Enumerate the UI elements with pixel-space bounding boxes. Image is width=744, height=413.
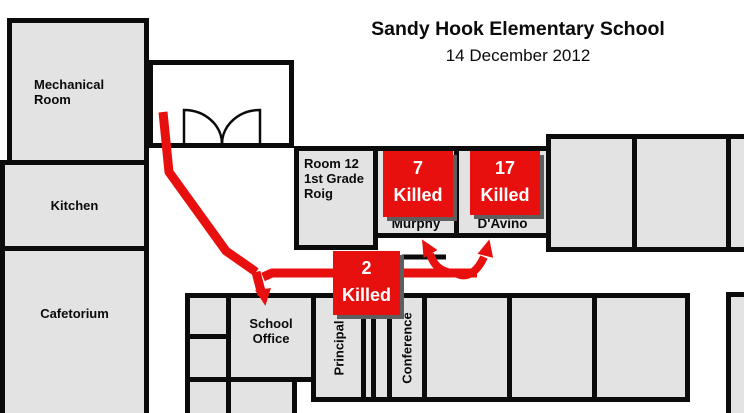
casualty-label: Killed (341, 285, 391, 305)
room-unlabeled-top-1 (546, 134, 637, 252)
casualty-marker-davino: 17 Killed (470, 151, 540, 215)
casualty-label: Killed (393, 185, 443, 205)
shooter-route-path (158, 111, 494, 306)
room-cafetorium: Cafetorium (0, 246, 149, 413)
door-swing-icon (182, 108, 262, 145)
arrow-davino (477, 239, 494, 258)
title-block: Sandy Hook Elementary School 14 December… (340, 16, 696, 68)
casualty-count: 2 (361, 258, 372, 278)
casualty-marker-hallway: 2 Killed (333, 251, 400, 315)
room-label: Mechanical Room (34, 76, 105, 107)
room-mechanical: Mechanical Room (7, 18, 149, 165)
map-date: 14 December 2012 (445, 46, 591, 65)
room-below-office (226, 377, 297, 413)
room-label: Kitchen (50, 198, 99, 213)
room-label: School Office (249, 315, 293, 346)
room-label: D'Avino (477, 216, 528, 231)
room-label: Cafetorium (40, 306, 109, 321)
room-unlabeled-bottom-4 (726, 292, 744, 413)
arrow-murphy (422, 239, 438, 259)
room-unlabeled-bottom-3 (592, 293, 690, 402)
casualty-label: Killed (480, 185, 530, 205)
room-unlabeled-bottom-2 (507, 293, 597, 402)
casualty-count: 7 (412, 158, 423, 178)
room-label: Room 12 1st Grade Roig (304, 156, 364, 201)
map-title: Sandy Hook Elementary School (371, 18, 665, 40)
arrow-school-office (255, 287, 271, 306)
casualty-count: 17 (494, 158, 516, 178)
room-label: Murphy (391, 216, 441, 231)
casualty-marker-murphy: 7 Killed (383, 151, 453, 217)
room-unlabeled-top-3 (726, 134, 744, 252)
room-unlabeled-bottom-1 (422, 293, 512, 402)
